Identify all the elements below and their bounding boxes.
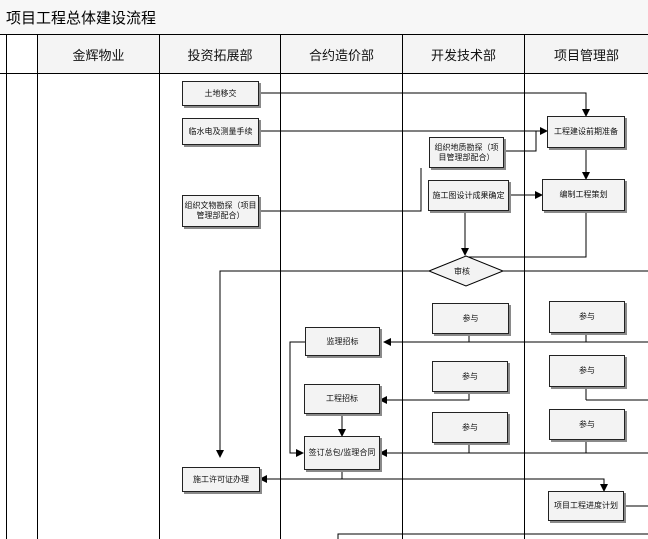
sign-contract-box: 签订总包/监理合同 (304, 436, 380, 470)
lane-header-development-tech: 开发技术部 (403, 35, 524, 73)
lane-header-contract-cost: 合约造价部 (281, 35, 402, 73)
participate-dev-box-2: 参与 (432, 361, 508, 392)
participate-pm-box-2: 参与 (549, 355, 625, 387)
participate-pm-box-3: 参与 (549, 409, 625, 440)
construction-plan-box: 编制工程策划 (542, 179, 625, 211)
progress-plan-box: 项目工程进度计划 (548, 491, 624, 521)
supervision-bidding-box: 监理招标 (305, 327, 380, 356)
lane-header-jinhui-property: 金辉物业 (38, 35, 159, 73)
review-label: 审核 (454, 267, 470, 276)
diagram-title: 项目工程总体建设流程 (6, 9, 157, 27)
review-decision (427, 255, 505, 287)
drawing-confirm-box: 施工图设计成果确定 (428, 180, 509, 211)
participate-pm-box-1: 参与 (549, 301, 625, 333)
geo-survey-box: 组织地质勘探（项目管理部配合） (429, 137, 504, 168)
participate-dev-box-3: 参与 (432, 412, 508, 443)
relic-survey-box: 组织文物勘探（项目管理部配合） (182, 195, 259, 227)
engineering-bidding-box: 工程招标 (304, 384, 380, 414)
lane-header-project-management: 项目管理部 (525, 35, 648, 73)
land-transfer-box: 土地移交 (182, 81, 259, 106)
construction-permit-box: 施工许可证办理 (182, 467, 260, 492)
preconstruction-prep-box: 工程建设前期准备 (547, 116, 625, 148)
lane-header-investment-expansion: 投资拓展部 (160, 35, 280, 73)
participate-dev-box-1: 参与 (432, 303, 509, 334)
temp-utilities-box: 临水电及测量手续 (182, 118, 259, 145)
